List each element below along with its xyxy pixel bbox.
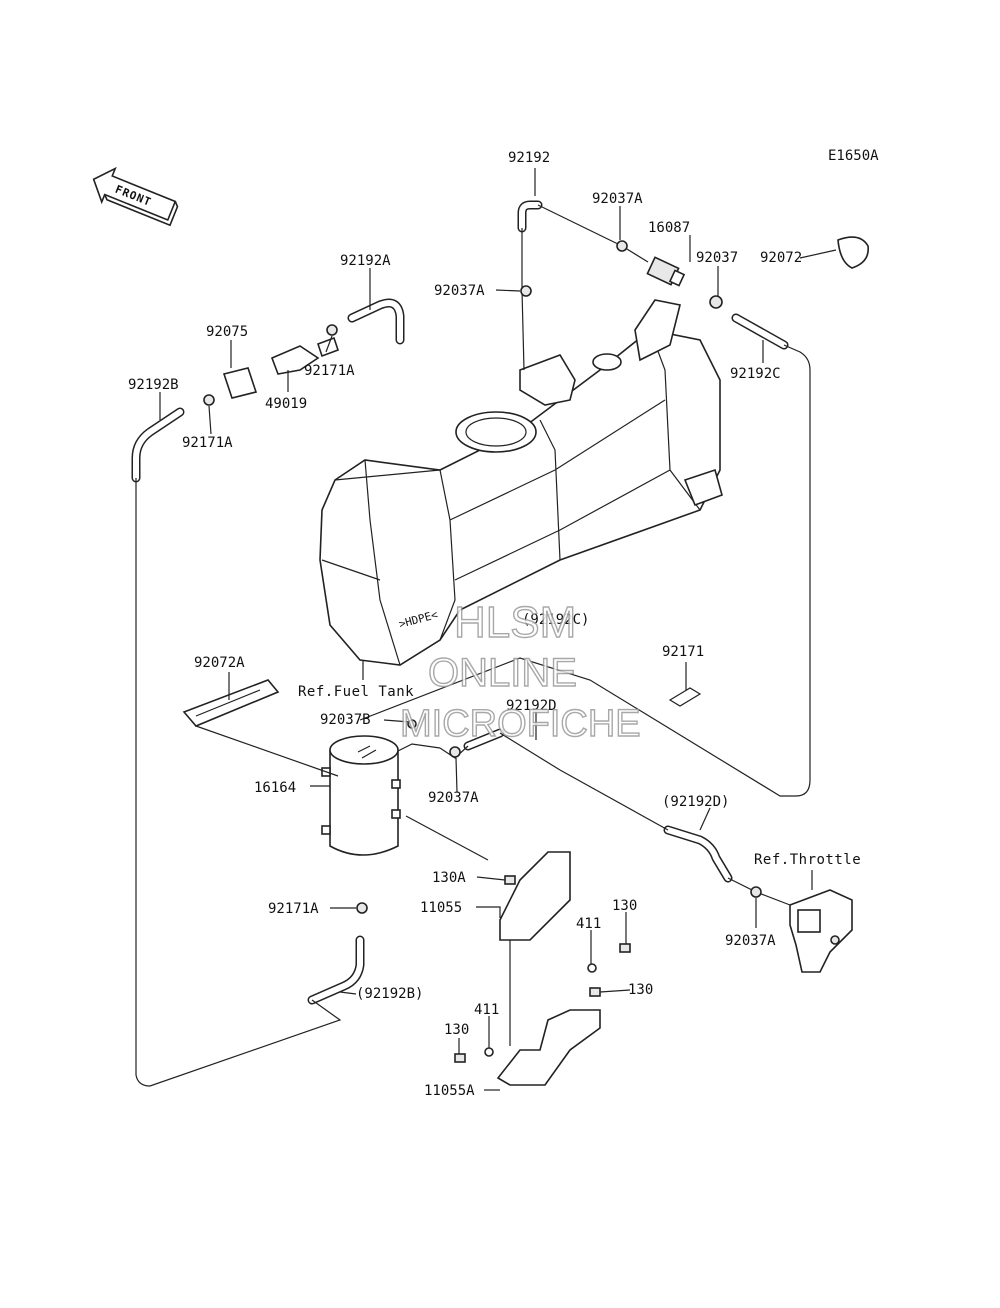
label-130-a: 130 — [612, 898, 637, 914]
label-92192: 92192 — [508, 150, 550, 166]
watermark-line2: ONLINE — [428, 651, 577, 695]
label-411-b: 411 — [474, 1002, 499, 1018]
washer-411-a — [587, 963, 597, 973]
label-92192C: 92192C — [730, 366, 781, 382]
diagram-code: E1650A — [828, 148, 879, 164]
label-92192D-paren: (92192D) — [662, 794, 729, 810]
label-130-c: 130 — [444, 1022, 469, 1038]
label-92171A-top: 92171A — [304, 363, 355, 379]
bracket-11055A — [496, 1009, 601, 1086]
label-92037: 92037 — [696, 250, 738, 266]
bracket-92072A — [182, 679, 280, 727]
label-11055A: 11055A — [424, 1083, 475, 1099]
routing-line-top — [537, 204, 649, 263]
label-92192B-paren: (92192B) — [356, 986, 423, 1002]
clamp-92171A-left — [203, 394, 215, 406]
clamp-92037A-mid — [449, 746, 461, 758]
label-92072A: 92072A — [194, 655, 245, 671]
hose-92192B-lower — [307, 935, 365, 1005]
ref-fuel-tank: Ref.Fuel Tank — [298, 684, 414, 700]
band-92072 — [837, 236, 869, 269]
label-92037A-left: 92037A — [434, 283, 485, 299]
hose-92192A — [347, 298, 405, 345]
label-92192D: 92192D — [506, 698, 557, 714]
bolt-130-b — [589, 987, 601, 997]
clamp-92037A-top — [616, 240, 628, 252]
valve-16087 — [646, 256, 686, 287]
routing-line-right — [359, 344, 811, 797]
clamp-92171A-top — [326, 324, 338, 336]
hose-92192D — [463, 728, 505, 751]
watermark-line3: MICROFICHE — [400, 703, 641, 745]
hose-92192B-upper — [131, 407, 185, 483]
label-49019: 49019 — [265, 396, 307, 412]
label-92171A-left: 92171A — [182, 435, 233, 451]
label-92072: 92072 — [760, 250, 802, 266]
bolt-130-a — [619, 943, 631, 953]
bolt-130-c — [454, 1053, 466, 1063]
holder-92075 — [222, 367, 258, 399]
clamp-92171A-bottom — [356, 902, 368, 914]
hose-92192D-lower — [663, 825, 733, 883]
watermark: HLSM ONLINE MICROFICHE — [399, 597, 641, 745]
label-92192A: 92192A — [340, 253, 391, 269]
hose-92192 — [517, 200, 543, 233]
label-92037A-right: 92037A — [725, 933, 776, 949]
label-92037A-top: 92037A — [592, 191, 643, 207]
canister-16164 — [321, 735, 401, 856]
clamp-92037 — [709, 295, 723, 309]
label-92192B: 92192B — [128, 377, 179, 393]
fuel-tank: >HDPE< — [319, 299, 723, 666]
watermark-line1: HLSM — [454, 598, 576, 647]
ref-throttle: Ref.Throttle — [754, 852, 861, 868]
label-92171A-bottom: 92171A — [268, 901, 319, 917]
bracket-11055 — [499, 851, 571, 941]
clamp-92037A-right — [750, 886, 762, 898]
label-92171: 92171 — [662, 644, 704, 660]
label-130-b: 130 — [628, 982, 653, 998]
label-16087: 16087 — [648, 220, 690, 236]
label-92037B: 92037B — [320, 712, 371, 728]
hose-92192C — [731, 313, 789, 350]
throttle-body — [789, 889, 853, 973]
washer-411-b — [484, 1047, 494, 1057]
label-16164: 16164 — [254, 780, 296, 796]
clamp-92037A-left — [520, 285, 532, 297]
label-130A: 130A — [432, 870, 466, 886]
label-92037A-mid: 92037A — [428, 790, 479, 806]
label-411-a: 411 — [576, 916, 601, 932]
bolt-130A — [504, 875, 516, 885]
clamp-92171 — [668, 687, 702, 707]
front-arrow-icon: FRONT — [92, 166, 179, 227]
label-92192C-paren: (92192C) — [522, 612, 589, 628]
routing-line-left — [135, 478, 342, 1087]
label-92075: 92075 — [206, 324, 248, 340]
label-11055: 11055 — [420, 900, 462, 916]
